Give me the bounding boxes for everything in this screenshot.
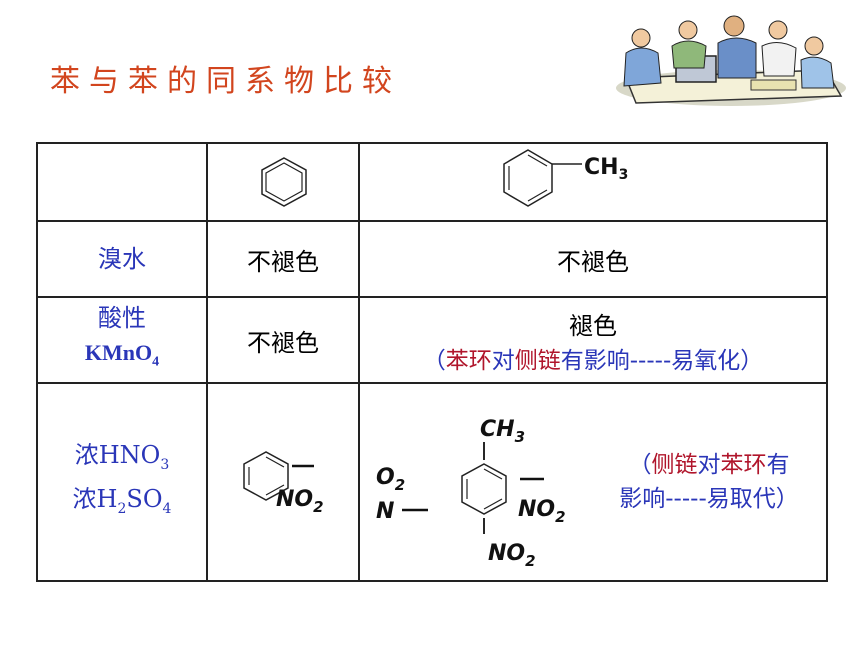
toluene-nitration-cell: CH3 NO2 O2 N NO2 (358, 382, 828, 582)
svg-text:CH3: CH3 (480, 417, 525, 446)
label-conc-h: 浓H (72, 485, 118, 513)
comparison-table: CH3 溴水 不褪色 不褪色 酸性 KMnO4 不褪色 褪色 （苯环对侧链有影响… (36, 142, 828, 582)
svg-text:NO2: NO2 (276, 487, 324, 516)
benzene-kmno4-result: 不褪色 (206, 296, 360, 384)
label-h2-subscript: 2 (117, 500, 127, 517)
note-benzene-ring: 苯环 (445, 347, 492, 374)
toluene-ch-label: CH (584, 155, 619, 180)
note2-substitution-text: 影响-----易取代） (619, 486, 799, 512)
label-hno3-subscript: 3 (160, 457, 170, 473)
label-so: SO (126, 485, 163, 513)
tnt-right-no-subscript: 2 (555, 508, 565, 526)
note-side-chain: 侧链 (514, 347, 561, 374)
page-title: 苯与苯的同系物比较 (50, 64, 401, 99)
benzene-structure-icon (261, 157, 307, 207)
toluene-ch-subscript: 3 (619, 167, 629, 183)
toluene-kmno4-note: （苯环对侧链有影响-----易氧化） (360, 341, 826, 375)
nitrobenzene-structure-icon: NO2 (243, 451, 324, 516)
header-toluene-cell: CH3 (358, 142, 828, 222)
label-kmno: KMnO (84, 339, 153, 365)
tnt-o2-o-label: O (376, 465, 395, 490)
tnt-bottom-no-label: NO (488, 541, 525, 566)
svg-text:NO2: NO2 (488, 541, 536, 570)
toluene-kmno4-cell: 褪色 （苯环对侧链有影响-----易氧化） (358, 296, 828, 384)
row-label-nitration: 浓HNO3 浓H2SO4 (36, 382, 208, 582)
label-conc-hno3: 浓HNO (74, 441, 161, 470)
table-row: 溴水 不褪色 不褪色 (36, 220, 828, 298)
tnt-n-label: N (376, 499, 394, 524)
header-empty-cell (36, 142, 208, 222)
header-benzene-cell (206, 142, 360, 222)
toluene-kmno4-result: 褪色 (569, 311, 617, 340)
tnt-o2-subscript: 2 (395, 476, 405, 494)
table-header-row: CH3 (36, 142, 828, 222)
tnt-bottom-no-subscript: 2 (525, 552, 535, 570)
note-oxidation-text: 有影响-----易氧化） (560, 347, 764, 374)
nitro-no-subscript: 2 (313, 498, 323, 516)
svg-text:CH3: CH3 (584, 155, 628, 183)
label-acidic: 酸性 (98, 303, 146, 332)
note2-has: 有 (766, 452, 790, 478)
benzene-nitration-cell: NO2 (206, 382, 360, 582)
note2-benzene-ring: 苯环 (720, 452, 767, 478)
business-people-at-laptop-icon (616, 15, 846, 106)
row-label-kmno4: 酸性 KMnO4 (36, 296, 208, 384)
note2-to: 对 (697, 452, 721, 478)
tnt-ch-label: CH (480, 417, 515, 442)
svg-text:O2: O2 (376, 465, 405, 494)
tnt-right-no-label: NO (518, 497, 555, 522)
nitro-no-label: NO (276, 487, 313, 512)
note2-open-paren: （ (628, 452, 652, 478)
svg-text:NO2: NO2 (518, 497, 566, 526)
row-label-bromine-water: 溴水 (36, 220, 208, 298)
toluene-bromine-result: 不褪色 (358, 220, 828, 298)
note-to: 对 (491, 347, 515, 374)
table-row: 酸性 KMnO4 不褪色 褪色 （苯环对侧链有影响-----易氧化） (36, 296, 828, 384)
toluene-nitration-note: （侧链对苯环有 影响-----易取代） (596, 448, 822, 516)
note2-side-chain: 侧链 (651, 452, 698, 478)
note-open-paren: （ (422, 347, 446, 374)
benzene-bromine-result: 不褪色 (206, 220, 360, 298)
label-kmno-subscript: 4 (152, 354, 160, 370)
table-row: 浓HNO3 浓H2SO4 NO2 CH3 (36, 382, 828, 582)
tnt-structure-icon: CH3 NO2 O2 N NO2 (376, 417, 566, 570)
tnt-ch-subscript: 3 (515, 428, 525, 446)
toluene-structure-icon: CH3 (503, 149, 628, 207)
label-so4-subscript: 4 (162, 500, 172, 517)
